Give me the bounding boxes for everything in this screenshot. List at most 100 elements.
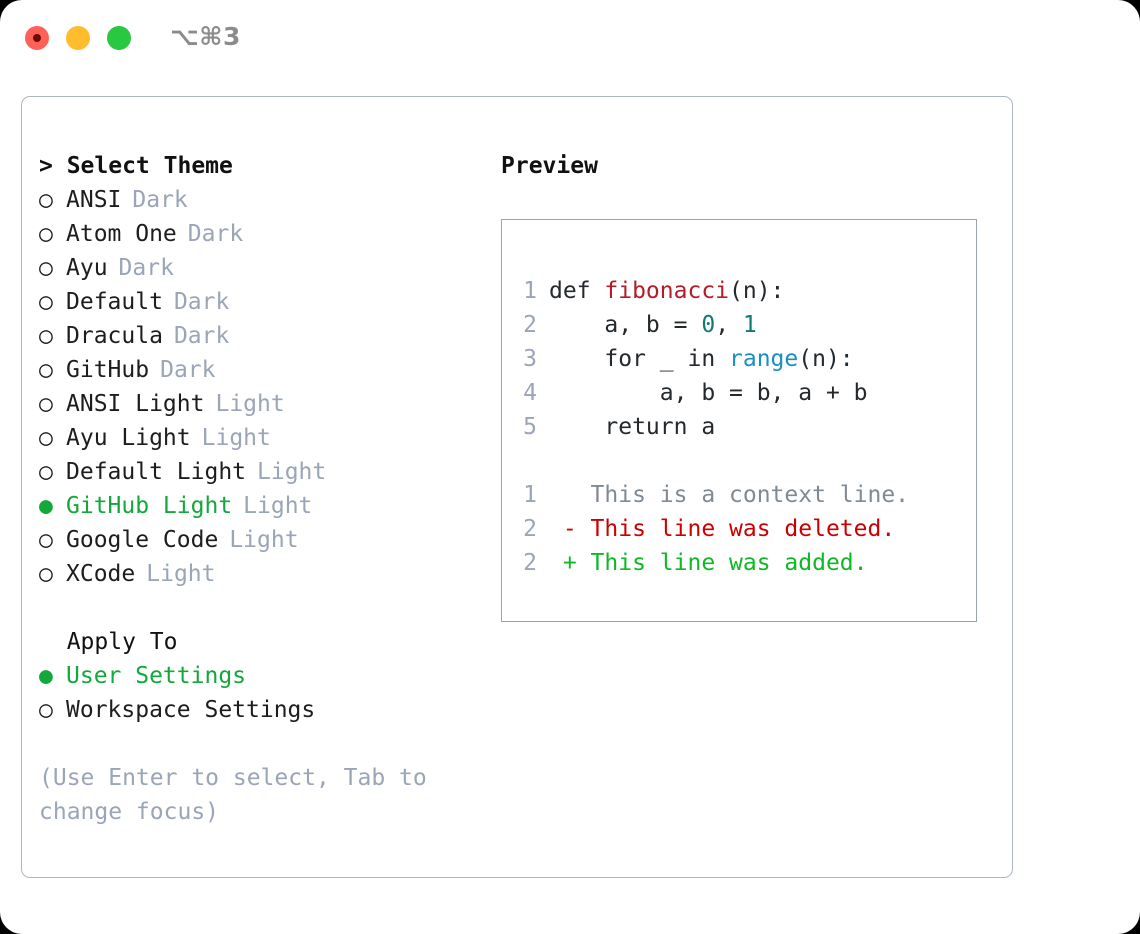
code-line: 4 a, b = b, a + b: [523, 376, 909, 410]
code-token-plain: (n):: [798, 346, 854, 372]
radio-unselected-icon: ○: [39, 425, 53, 451]
theme-variant-tag: Dark: [173, 289, 230, 315]
close-button[interactable]: [25, 26, 49, 50]
apply-option-label: Workspace Settings: [66, 697, 316, 723]
theme-option-xcode[interactable]: ○ XCode Light: [39, 557, 489, 591]
radio-unselected-icon: ○: [39, 527, 53, 553]
radio-unselected-icon: ○: [39, 459, 53, 485]
line-number: 2: [523, 550, 537, 576]
theme-option-label: Ayu: [66, 255, 108, 281]
theme-variant-tag: Dark: [132, 187, 188, 213]
diff-line-ctx: 1 This is a context line.: [523, 478, 909, 512]
theme-option-label: XCode: [66, 561, 136, 587]
apply-to-heading: Apply To: [39, 629, 178, 655]
theme-variant-tag: Light: [201, 425, 271, 451]
apply-to-list[interactable]: ● User Settings ○ Workspace Settings: [39, 659, 489, 727]
line-number: 3: [523, 346, 537, 372]
keyboard-shortcut-label: ⌥⌘3: [170, 22, 241, 51]
diff-line-text: + This line was added.: [549, 550, 868, 576]
radio-unselected-icon: ○: [39, 289, 53, 315]
radio-unselected-icon: ○: [39, 391, 53, 417]
radio-selected-icon: ●: [39, 663, 53, 689]
radio-unselected-icon: ○: [39, 221, 53, 247]
theme-variant-tag: Dark: [160, 357, 216, 383]
theme-option-ayu-light[interactable]: ○ Ayu Light Light: [39, 421, 489, 455]
radio-unselected-icon: ○: [39, 255, 53, 281]
maximize-button[interactable]: [107, 26, 131, 50]
theme-option-ansi-light[interactable]: ○ ANSI Light Light: [39, 387, 489, 421]
preview-heading: Preview: [501, 153, 598, 179]
code-token-plain: (n):: [729, 278, 785, 304]
theme-variant-tag: Dark: [187, 221, 244, 247]
radio-selected-icon: ●: [39, 493, 53, 519]
radio-unselected-icon: ○: [39, 323, 53, 349]
apply-option-user-settings[interactable]: ● User Settings: [39, 659, 489, 693]
apply-option-label: User Settings: [66, 663, 247, 689]
line-number: 1: [523, 278, 537, 304]
theme-variant-tag: Light: [257, 459, 327, 485]
theme-option-ayu[interactable]: ○ Ayu Dark: [39, 251, 489, 285]
theme-option-label: ANSI: [66, 187, 122, 213]
select-theme-heading: > Select Theme: [39, 153, 233, 179]
code-blank-line: [523, 444, 909, 478]
theme-variant-tag: Dark: [118, 255, 174, 281]
theme-option-label: Ayu Light: [66, 425, 191, 451]
theme-option-label: Google Code: [66, 527, 219, 553]
radio-unselected-icon: ○: [39, 561, 53, 587]
theme-option-atom-one[interactable]: ○ Atom One Dark: [39, 217, 489, 251]
code-token-plain: a, b = b, a + b: [549, 380, 868, 406]
theme-option-github[interactable]: ○ GitHub Dark: [39, 353, 489, 387]
theme-option-label: Atom One: [66, 221, 177, 247]
theme-option-label: Dracula: [66, 323, 163, 349]
radio-unselected-icon: ○: [39, 357, 53, 383]
minimize-button[interactable]: [66, 26, 90, 50]
code-token-num: 0: [701, 312, 716, 338]
diff-line-add: 2 + This line was added.: [523, 546, 909, 580]
theme-variant-tag: Dark: [173, 323, 230, 349]
theme-option-label: ANSI Light: [66, 391, 205, 417]
theme-option-label: GitHub: [66, 357, 150, 383]
code-line: 2 a, b = 0, 1: [523, 308, 909, 342]
code-line: 1 def fibonacci(n):: [523, 274, 909, 308]
theme-variant-tag: Light: [146, 561, 216, 587]
code-token-plain: def: [549, 278, 605, 304]
code-line: 5 return a: [523, 410, 909, 444]
code-token-fn: fibonacci: [604, 278, 730, 304]
line-number: 1: [523, 482, 537, 508]
theme-option-dracula[interactable]: ○ Dracula Dark: [39, 319, 489, 353]
theme-option-default-light[interactable]: ○ Default Light Light: [39, 455, 489, 489]
hint-spacer: [39, 727, 489, 761]
line-number: 4: [523, 380, 537, 406]
theme-option-label: Default: [66, 289, 163, 315]
code-token-call: range: [729, 346, 799, 372]
line-number: 2: [523, 312, 537, 338]
code-token-plain: ,: [715, 312, 743, 338]
apply-option-workspace-settings[interactable]: ○ Workspace Settings: [39, 693, 489, 727]
code-token-plain: for _ in: [549, 346, 730, 372]
radio-unselected-icon: ○: [39, 697, 53, 723]
list-spacer: [39, 591, 489, 625]
diff-line-text: This is a context line.: [549, 482, 910, 508]
code-line: 3 for _ in range(n):: [523, 342, 909, 376]
title-bar: ⌥⌘3: [0, 0, 1140, 78]
theme-option-google-code[interactable]: ○ Google Code Light: [39, 523, 489, 557]
theme-variant-tag: Light: [215, 391, 285, 417]
line-number: 2: [523, 516, 537, 542]
code-token-plain: return a: [549, 414, 716, 440]
keyboard-hint-text: (Use Enter to select, Tab to change focu…: [39, 765, 427, 825]
line-number: 5: [523, 414, 537, 440]
theme-variant-tag: Light: [243, 493, 313, 519]
theme-option-label: Default Light: [66, 459, 247, 485]
diff-line-text: - This line was deleted.: [549, 516, 896, 542]
theme-variant-tag: Light: [229, 527, 299, 553]
diff-line-del: 2 - This line was deleted.: [523, 512, 909, 546]
theme-option-default[interactable]: ○ Default Dark: [39, 285, 489, 319]
